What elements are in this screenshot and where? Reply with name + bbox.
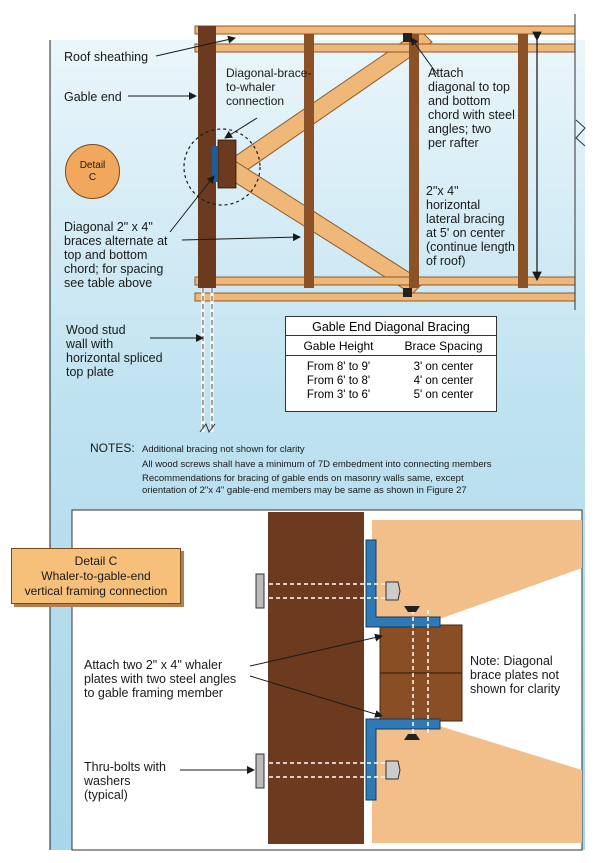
lower-leaders — [180, 633, 383, 774]
detail-c-drawing — [255, 512, 582, 844]
attach-whaler-label: Attach two 2" x 4" whaler plates with tw… — [84, 658, 237, 700]
table-row: From 3' to 6' 5' on center — [286, 388, 496, 402]
stud-wall — [199, 288, 216, 434]
attach-diagonal-label: Attach diagonal to top and bottom chord … — [428, 66, 515, 150]
horizontal-bracing-label: 2"x 4" horizontal lateral bracing at 5' … — [426, 184, 515, 268]
cell-height: From 8' to 9' — [306, 361, 371, 373]
detail-c-title-box: Detail C Whaler-to-gable-end vertical fr… — [11, 548, 181, 604]
table-title: Gable End Diagonal Bracing — [286, 317, 496, 336]
diagonal-braces-label: Diagonal 2" x 4" braces alternate at top… — [64, 220, 168, 290]
detail-c-callout: Detail C — [65, 144, 120, 199]
cell-spacing: 4' on center — [413, 375, 474, 387]
vertical-members — [198, 26, 528, 288]
table-row: From 6' to 8' 4' on center — [286, 374, 496, 388]
header-brace-spacing: Brace Spacing — [404, 338, 483, 353]
whaler-block — [217, 139, 237, 189]
table-header: Gable Height Brace Spacing — [286, 336, 496, 356]
cell-spacing: 3' on center — [413, 361, 474, 373]
upper-leaders — [128, 35, 438, 342]
steel-angle-top — [365, 539, 441, 628]
cell-height: From 6' to 8' — [306, 375, 371, 387]
chords — [194, 14, 576, 310]
note-line: Additional bracing not shown for clarity — [142, 444, 305, 455]
steel-angles — [403, 33, 412, 297]
diag-brace-whaler-label: Diagonal-brace- to-whaler connection — [226, 66, 312, 108]
gable-member — [268, 512, 364, 844]
cell-spacing: 5' on center — [413, 389, 474, 401]
note-line: All wood screws shall have a minimum of … — [142, 459, 492, 470]
cell-height: From 3' to 6' — [306, 389, 371, 401]
thru-bolts-label: Thru-bolts with washers (typical) — [84, 760, 166, 802]
table-row: From 8' to 9' 3' on center — [286, 360, 496, 374]
bracing-table: Gable End Diagonal Bracing Gable Height … — [285, 316, 497, 412]
note-line: orientation of 2"x 4" gable-end members … — [142, 485, 467, 496]
wood-stud-label: Wood stud wall with horizontal spliced t… — [66, 323, 163, 379]
steel-angle-bottom — [365, 718, 441, 801]
header-gable-height: Gable Height — [303, 338, 374, 353]
note-line: Recommendations for bracing of gable end… — [142, 473, 464, 484]
notes-heading: NOTES: — [90, 441, 135, 455]
roof-sheathing-label: Roof sheathing — [64, 50, 149, 64]
gable-end-label: Gable end — [64, 90, 122, 104]
detail-c-marker — [183, 128, 261, 206]
note-diagonal-label: Note: Diagonal brace plates not shown fo… — [470, 654, 561, 696]
